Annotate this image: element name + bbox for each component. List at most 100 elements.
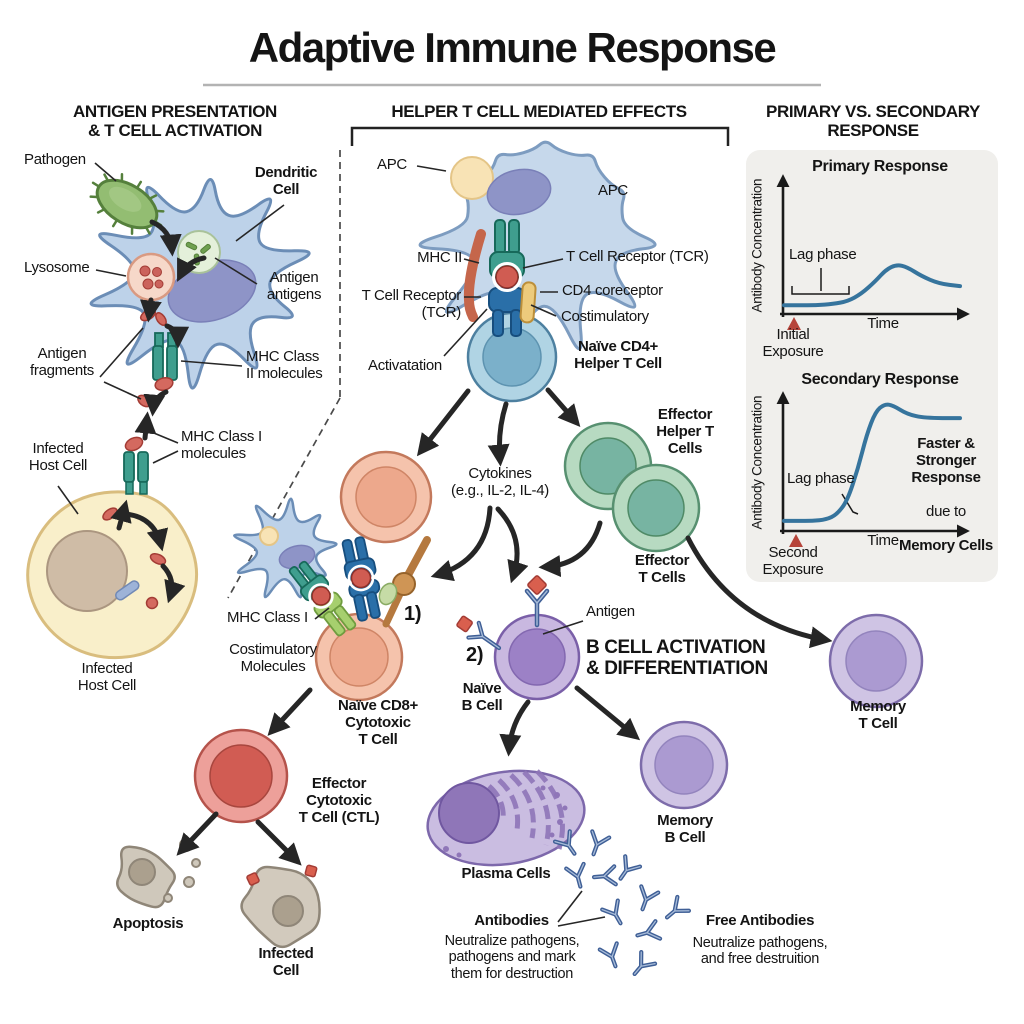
flow-arrows bbox=[110, 219, 833, 866]
label-antigen-antigens: Antigen antigens bbox=[266, 269, 322, 303]
page-title: Adaptive Immune Response bbox=[248, 24, 777, 71]
antibody-icon bbox=[664, 894, 692, 920]
secondary-response-curve bbox=[782, 402, 962, 523]
antibody-icon bbox=[552, 829, 577, 856]
cd8-synapse-structure bbox=[288, 536, 431, 637]
primary-response-title: Primary Response bbox=[812, 158, 948, 175]
label-apc-right: APC bbox=[598, 182, 628, 199]
heading-primary-secondary: PRIMARY VS. SECONDARY RESPONSE bbox=[766, 102, 980, 141]
antibody-icon bbox=[564, 861, 586, 889]
primary-ylabel: Antibody Concentration bbox=[749, 178, 765, 313]
label-pathogen: Pathogen bbox=[24, 151, 86, 168]
cd4-synapse-structure bbox=[463, 219, 537, 337]
antibody-icon bbox=[635, 919, 663, 941]
label-leader-lines bbox=[57, 162, 606, 927]
label-apc-left: APC bbox=[377, 156, 407, 173]
label-costimulatory: Costimulatory bbox=[561, 308, 649, 325]
primary-xlabel: Time bbox=[867, 315, 899, 332]
secondary-response-title: Secondary Response bbox=[801, 371, 959, 388]
label-cytokines: Cytokines (e.g., IL-2, IL-4) bbox=[451, 465, 549, 499]
lysosome-shape bbox=[126, 252, 176, 302]
heading-helper-t: HELPER T CELL MEDIATED EFFECTS bbox=[391, 102, 687, 121]
plasma-cell-shape bbox=[426, 769, 586, 867]
mhc-class-i-structure bbox=[123, 436, 149, 495]
label-infected-cell: Infected Cell bbox=[258, 945, 314, 979]
helper-t-bracket bbox=[350, 126, 730, 146]
memory-b-cell bbox=[639, 720, 729, 810]
antibody-icon bbox=[597, 941, 619, 969]
label-activation: Activatation bbox=[368, 357, 442, 374]
effector-ctl-cell bbox=[193, 728, 289, 824]
label-naive-cd4: Naïve CD4+ Helper T Cell bbox=[574, 338, 662, 372]
label-effector-helper-t: Effector Helper T Cells bbox=[656, 406, 714, 457]
b-cell-receptor-top bbox=[524, 575, 550, 628]
b-cell-receptor-left bbox=[456, 615, 502, 651]
heading-b-cell-activation: B CELL ACTIVATION & DIFFERENTIATION bbox=[586, 637, 768, 680]
label-effector-t: Effector T Cells bbox=[634, 552, 690, 586]
label-step-1: 1) bbox=[404, 603, 422, 625]
label-mhc-class-i-mid: MHC Class I bbox=[227, 609, 308, 626]
label-costimulatory-molecules: Costimulatory Molecules bbox=[229, 641, 317, 675]
secondary-note-mid: due to bbox=[926, 502, 966, 520]
antibody-icon bbox=[590, 829, 612, 857]
label-apoptosis: Apoptosis bbox=[112, 915, 184, 932]
primary-response-curve bbox=[782, 263, 962, 308]
infected-cell-tags bbox=[246, 864, 318, 886]
antibody-icon bbox=[632, 949, 658, 977]
label-antigen-fragments: Antigen fragments bbox=[30, 345, 94, 379]
section-divider-dashed bbox=[227, 150, 341, 599]
memory-t-cell bbox=[828, 613, 924, 709]
secondary-note-bold1: Faster & Stronger Response bbox=[911, 434, 981, 486]
label-plasma-cells: Plasma Cells bbox=[461, 865, 551, 882]
primary-exposure: Initial Exposure bbox=[762, 326, 824, 360]
secondary-response-graph bbox=[776, 391, 970, 547]
naive-cd4-helper-t-cell bbox=[466, 311, 558, 403]
secondary-note-bold2: Memory Cells bbox=[899, 536, 993, 554]
label-naive-cd8: Naïve CD8+ Cytotoxic T Cell bbox=[338, 697, 418, 748]
label-naive-b: Naïve B Cell bbox=[461, 680, 503, 714]
label-mhc-ii: MHC II bbox=[417, 249, 462, 266]
label-mhc-class-ii: MHC Class II molecules bbox=[246, 348, 323, 382]
label-memory-t: Memory T Cell bbox=[850, 698, 906, 732]
label-infected-host-cell: Infected Host Cell bbox=[28, 440, 88, 474]
label-tcr-right: T Cell Receptor (TCR) bbox=[566, 248, 709, 265]
antibody-icon bbox=[618, 854, 643, 881]
label-antibodies-desc: Neutralize pathogens, pathogens and mark… bbox=[444, 933, 580, 982]
initial-exposure-marker bbox=[787, 317, 801, 330]
free-antibodies-cluster bbox=[552, 829, 692, 977]
response-panel bbox=[746, 150, 998, 582]
label-free-antibodies-desc: Neutralize pathogens, and free destruiti… bbox=[692, 935, 828, 968]
heading-antigen-presentation: ANTIGEN PRESENTATION & T CELL ACTIVATION bbox=[73, 102, 277, 141]
secondary-lag-phase: Lag phase bbox=[787, 470, 855, 487]
label-mhc-class-i: MHC Class I molecules bbox=[181, 428, 262, 462]
effector-helper-t-cell-2 bbox=[611, 463, 701, 553]
primary-response-graph bbox=[776, 174, 970, 330]
antibody-icon bbox=[591, 864, 618, 887]
label-effector-ctl: Effector Cytotoxic T Cell (CTL) bbox=[298, 775, 380, 826]
helper-t-cell-activated bbox=[339, 450, 433, 544]
label-tcr-left: T Cell Receptor (TCR) bbox=[361, 287, 462, 321]
infected-cell-shape bbox=[240, 865, 321, 949]
cell-shapes-layer bbox=[26, 140, 924, 949]
naive-cd8-cytotoxic-t-cell bbox=[314, 612, 404, 702]
antibody-icon bbox=[600, 898, 623, 926]
label-memory-b: Memory B Cell bbox=[657, 812, 713, 846]
label-lysosome: Lysosome bbox=[24, 259, 90, 276]
label-dendritic-cell: Dendritic Cell bbox=[254, 164, 318, 198]
antibody-icon bbox=[639, 884, 661, 912]
label-cd4-coreceptor: CD4 coreceptor bbox=[562, 282, 663, 299]
label-antibodies: Antibodies bbox=[474, 912, 549, 929]
label-step-2: 2) bbox=[466, 644, 484, 666]
secondary-xlabel: Time bbox=[867, 532, 899, 549]
apc-cell bbox=[418, 140, 657, 354]
label-infected-host-cell-caption: Infected Host Cell bbox=[77, 660, 137, 694]
secondary-ylabel: Antibody Concentration bbox=[749, 395, 765, 530]
label-antigen-b: Antigen bbox=[586, 603, 635, 620]
secondary-exposure: Second Exposure bbox=[762, 544, 824, 578]
label-free-antibodies: Free Antibodies bbox=[705, 912, 815, 929]
primary-lag-phase: Lag phase bbox=[789, 246, 857, 263]
apoptosis-cell bbox=[116, 838, 201, 909]
second-exposure-marker bbox=[789, 534, 803, 547]
